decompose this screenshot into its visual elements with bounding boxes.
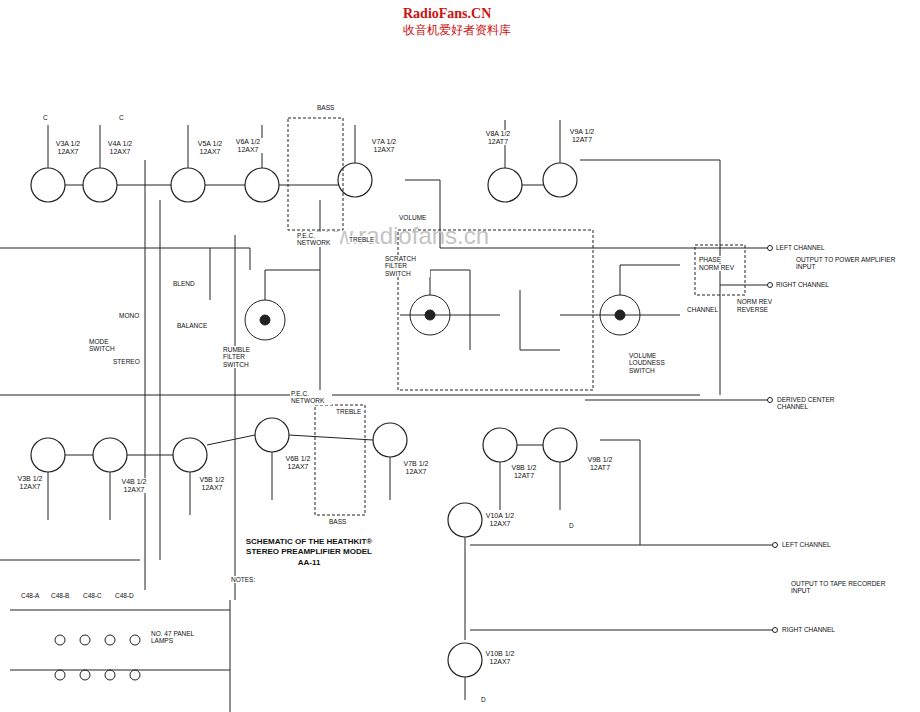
schematic-label: SCRATCH FILTER SWITCH — [384, 255, 430, 277]
tube-designation: V8A 1/2 12AT7 — [483, 130, 513, 145]
schematic-label: BALANCE — [176, 322, 208, 329]
schematic-label: P.E.C. NETWORK — [296, 232, 340, 247]
tube-label: V6A 1/2 12AX7 — [232, 138, 264, 153]
schematic-label: DERIVED CENTER CHANNEL — [776, 396, 848, 411]
tube-designation: V9A 1/2 12AT7 — [567, 128, 597, 143]
tube-designation: V7B 1/2 12AX7 — [401, 460, 431, 475]
tube-designation: V4A 1/2 12AX7 — [105, 140, 135, 155]
schematic-label: MONO — [118, 312, 140, 319]
tube-label: V8A 1/2 12AT7 — [482, 130, 514, 145]
tube-label: V9B 1/2 12AT7 — [584, 456, 616, 471]
tube-label: V10B 1/2 12AX7 — [484, 650, 516, 665]
schematic-label: PHASE — [698, 256, 722, 263]
tube-label: V7A 1/2 12AX7 — [368, 138, 400, 153]
tube-designation: V5A 1/2 12AX7 — [195, 140, 225, 155]
tube-label: V6B 1/2 12AX7 — [282, 455, 314, 470]
schematic-label: BASS — [316, 104, 335, 111]
schematic-label: TREBLE — [348, 236, 375, 243]
schematic-label: STEREO — [112, 358, 141, 365]
schematic-label: C48-A — [20, 592, 40, 599]
tube-designation: V4B 1/2 12AX7 — [119, 478, 149, 493]
schematic-label: OUTPUT TO TAPE RECORDER INPUT — [790, 580, 892, 595]
schematic-label: OUTPUT TO POWER AMPLIFIER INPUT — [795, 256, 897, 271]
tube-label: V5B 1/2 12AX7 — [196, 476, 228, 491]
schematic-label: D — [480, 696, 487, 703]
tube-label: V3B 1/2 12AX7 — [14, 475, 46, 490]
tube-label: V4A 1/2 12AX7 — [104, 140, 136, 155]
tube-designation: V3B 1/2 12AX7 — [15, 475, 45, 490]
schematic-label: P.E.C. NETWORK — [290, 390, 332, 405]
tube-label: V5A 1/2 12AX7 — [194, 140, 226, 155]
tube-designation: V10B 1/2 12AX7 — [485, 650, 515, 665]
schematic-label: C — [118, 114, 125, 121]
tube-label: V4B 1/2 12AX7 — [118, 478, 150, 493]
schematic-label: CHANNEL — [686, 306, 719, 313]
schematic-label: C48-B — [50, 592, 70, 599]
tube-label: V9A 1/2 12AT7 — [566, 128, 598, 143]
schematic-label: LEFT CHANNEL — [775, 244, 826, 251]
schematic-title: SCHEMATIC OF THE HEATHKIT® STEREO PREAMP… — [242, 536, 376, 569]
schematic-label: VOLUME LOUDNESS SWITCH — [628, 352, 688, 374]
schematic-label: BLEND — [172, 280, 196, 287]
schematic-label: MODE SWITCH — [88, 338, 122, 353]
schematic-label: C48-C — [82, 592, 103, 599]
schematic-label: TREBLE — [335, 408, 362, 415]
watermark: RadioFans.CN — [402, 6, 492, 22]
schematic-label: LEFT CHANNEL — [781, 541, 832, 548]
schematic-label: REVERSE — [736, 306, 769, 313]
schematic-label: NORM REV — [736, 298, 773, 305]
tube-designation: V8B 1/2 12AT7 — [509, 464, 539, 479]
tube-designation: V5B 1/2 12AX7 — [197, 476, 227, 491]
tube-designation: V7A 1/2 12AX7 — [369, 138, 399, 153]
tube-label: V10A 1/2 12AX7 — [484, 512, 516, 527]
tube-designation: V3A 1/2 12AX7 — [53, 140, 83, 155]
tube-designation: V10A 1/2 12AX7 — [485, 512, 515, 527]
schematic-label: NO. 47 PANEL LAMPS — [150, 630, 198, 645]
schematic-label: RIGHT CHANNEL — [775, 281, 830, 288]
tube-label: V3A 1/2 12AX7 — [52, 140, 84, 155]
tube-designation: V9B 1/2 12AT7 — [585, 456, 615, 471]
schematic-label: C — [42, 114, 49, 121]
tube-designation: V6B 1/2 12AX7 — [283, 455, 313, 470]
schematic-label: RIGHT CHANNEL — [781, 626, 836, 633]
schematic-label: C48-D — [114, 592, 135, 599]
schematic-label: VOLUME — [398, 214, 427, 221]
schematic-label: NORM REV — [698, 264, 735, 271]
watermark: 收音机爱好者资料库 — [402, 24, 512, 38]
tube-label: V7B 1/2 12AX7 — [400, 460, 432, 475]
tube-label: V8B 1/2 12AT7 — [508, 464, 540, 479]
tube-designation: V6A 1/2 12AX7 — [233, 138, 263, 153]
schematic-label: RUMBLE FILTER SWITCH — [222, 346, 266, 368]
schematic-label: NOTES: — [230, 576, 256, 583]
schematic-label: BASS — [328, 518, 347, 525]
schematic-label: D — [568, 522, 575, 529]
